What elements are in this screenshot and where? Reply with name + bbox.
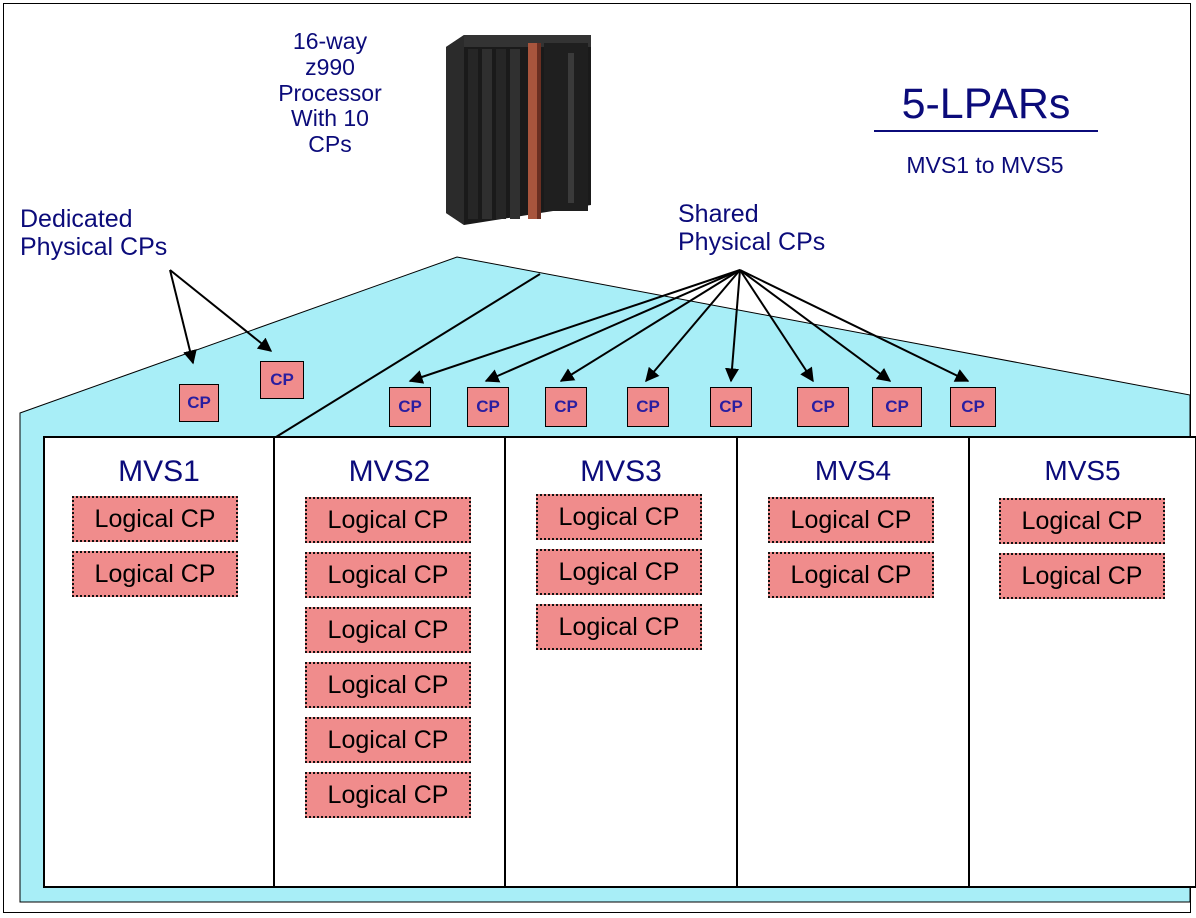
shared-physical-cp: CP (872, 387, 922, 427)
shared-arrow (645, 269, 741, 383)
page-subtitle: MVS1 to MVS5 (906, 152, 1064, 178)
dedicated-physical-cp: CP (260, 361, 304, 399)
logical-cp: Logical CP (536, 604, 702, 650)
lpar-title-mvs2: MVS2 (348, 455, 431, 488)
logical-cp: Logical CP (72, 551, 238, 597)
logical-cp: Logical CP (536, 494, 702, 540)
shared-physical-cp: CP (797, 387, 849, 427)
logical-cp: Logical CP (305, 772, 471, 818)
shared-physical-cp: CP (627, 387, 669, 427)
logical-cp: Logical CP (768, 497, 934, 543)
logical-cp: Logical CP (999, 498, 1165, 544)
lpar-title-mvs5: MVS5 (1044, 455, 1121, 486)
dedicated-arrow (169, 269, 273, 352)
dedicated-shared-separator (275, 273, 541, 438)
logical-cp: Logical CP (999, 553, 1165, 599)
logical-cp: Logical CP (305, 717, 471, 763)
shared-arrow (739, 269, 970, 382)
dedicated-physical-cp: CP (179, 384, 219, 422)
logical-cp: Logical CP (72, 496, 238, 542)
logical-cp: Logical CP (305, 497, 471, 543)
shared-arrow (739, 269, 892, 382)
shared-arrow (725, 269, 741, 383)
logical-cp: Logical CP (536, 549, 702, 595)
logical-cp: Logical CP (305, 607, 471, 653)
shared-physical-cp: CP (710, 387, 752, 427)
shared-arrow (559, 269, 741, 382)
dedicated-cps-label: Dedicated Physical CPs (20, 205, 168, 261)
lpar-title-mvs1: MVS1 (118, 455, 200, 488)
lpar-title-mvs3: MVS3 (580, 455, 662, 488)
shared-arrow (408, 269, 741, 384)
shared-physical-cp: CP (950, 387, 996, 427)
logical-cp: Logical CP (305, 552, 471, 598)
lpar-title-mvs4: MVS4 (814, 455, 892, 486)
shared-physical-cp: CP (545, 387, 587, 427)
shared-cps-label: Shared Physical CPs (678, 200, 826, 256)
processor-label: 16-way z990 Processor With 10 CPs (278, 28, 382, 157)
shared-arrow (484, 269, 741, 383)
logical-cp: Logical CP (305, 662, 471, 708)
shared-arrow (739, 269, 814, 383)
shared-physical-cp: CP (389, 387, 431, 427)
mainframe-cabinet-icon (446, 35, 591, 225)
shared-physical-cp: CP (467, 387, 509, 427)
page-title: 5-LPARs (901, 80, 1071, 128)
logical-cp: Logical CP (768, 552, 934, 598)
dedicated-arrow (169, 269, 197, 365)
